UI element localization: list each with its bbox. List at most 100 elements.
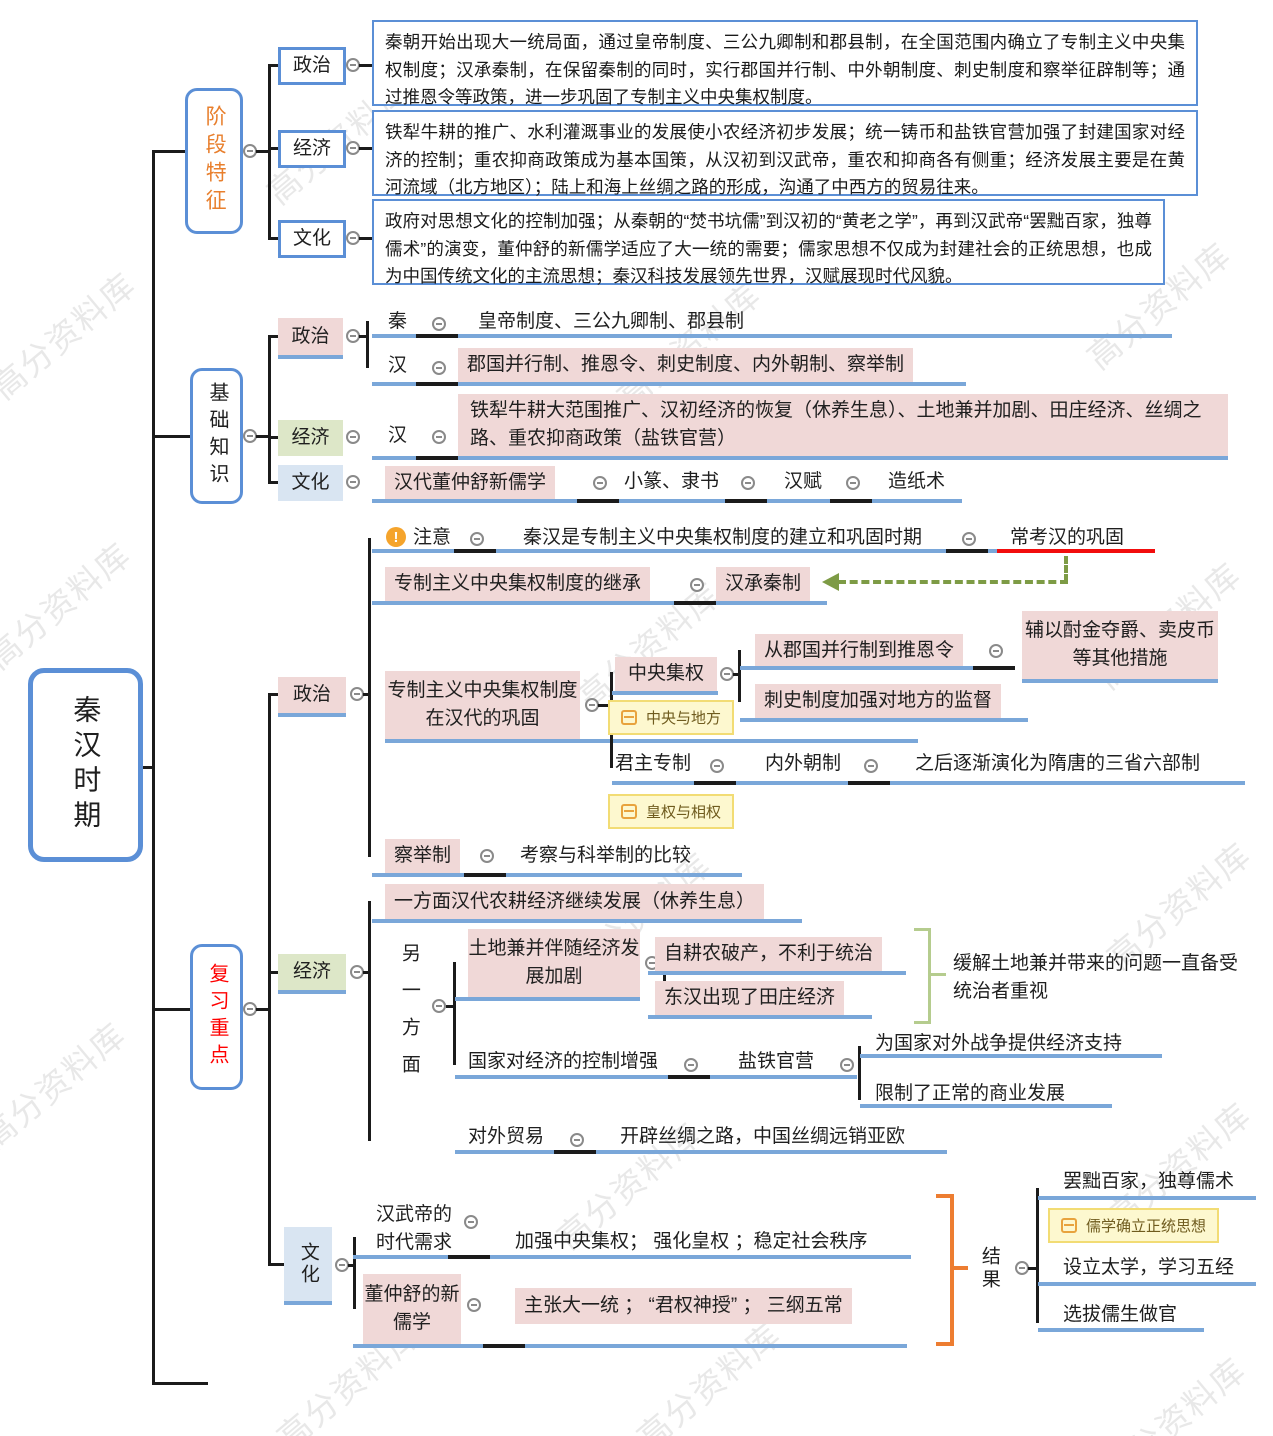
branch-underline (860, 1104, 1112, 1108)
stage-economy-node[interactable]: 经济 (278, 130, 346, 168)
economy-aspect1-node[interactable]: 一方面汉代农耕经济继续发展（休养生息） (385, 884, 765, 919)
basic-han-items[interactable]: 郡国并行制、推恩令、刺史制度、内外朝制、察举制 (458, 348, 914, 382)
collapse-icon[interactable] (346, 475, 360, 489)
collapse-icon[interactable] (710, 759, 724, 773)
review-node[interactable]: 复习重点 (190, 944, 243, 1090)
stage-politics-node[interactable]: 政治 (278, 47, 346, 85)
result-item2-node[interactable]: 设立太学，学习五经 (1063, 1257, 1235, 1279)
control-pro-node[interactable]: 为国家对外战争提供经济支持 (875, 1033, 1123, 1055)
collapse-icon[interactable] (346, 329, 360, 343)
note-label: 注意 (413, 527, 452, 549)
land-result2-node[interactable]: 东汉出现了田庄经济 (655, 981, 845, 1015)
result-item1-node[interactable]: 罢黜百家，独尊儒术 (1063, 1171, 1235, 1193)
central-branch1-note[interactable]: 辅以酎金夺爵、卖皮币等其他措施 (1022, 611, 1218, 679)
chaju-node[interactable]: 察举制 (385, 839, 461, 873)
result-node[interactable]: 结果 (978, 1246, 1000, 1292)
collapse-icon[interactable] (432, 317, 446, 331)
foreign-trade-value[interactable]: 开辟丝绸之路，中国丝绸远销亚欧 (620, 1126, 906, 1148)
collapse-icon[interactable] (989, 644, 1003, 658)
economy-aspect2-node[interactable]: 另一方面 (398, 943, 420, 1091)
collapse-icon[interactable] (243, 1002, 257, 1016)
control-con-node[interactable]: 限制了正常的商业发展 (875, 1083, 1066, 1105)
collapse-icon[interactable] (432, 361, 446, 375)
dongzhongshu-value[interactable]: 主张大一统 ； “君权神授” ； 三纲五常 (515, 1288, 852, 1324)
collapse-icon[interactable] (346, 58, 360, 72)
land-result1-node[interactable]: 自耕农破产，不利于统治 (655, 937, 883, 971)
review-politics-node[interactable]: 政治 (278, 677, 346, 713)
collapse-icon[interactable] (720, 667, 734, 681)
basic-culture-item4[interactable]: 造纸术 (888, 471, 946, 493)
collapse-icon[interactable] (1015, 1261, 1029, 1275)
monarchy-node[interactable]: 君主专制 (615, 753, 692, 775)
basic-economy-node[interactable]: 经济 (278, 420, 343, 456)
review-culture-node[interactable]: 文化 (284, 1227, 332, 1301)
collapse-icon[interactable] (864, 759, 878, 773)
root-node[interactable]: 秦汉时期 (28, 668, 143, 862)
central-branch1-node[interactable]: 从郡国并行制到推恩令 (755, 634, 964, 668)
collapse-icon[interactable] (432, 999, 446, 1013)
note-highlight[interactable]: 常考汉的巩固 (1010, 527, 1125, 549)
relationship-tag[interactable]: 皇权与相权 (608, 794, 735, 829)
branch-line (1036, 1188, 1039, 1323)
salt-iron-node[interactable]: 盐铁官营 (738, 1051, 815, 1073)
basic-politics-node[interactable]: 政治 (278, 318, 343, 355)
watermark: 高分资料库 (1095, 1350, 1254, 1436)
wudi-need-node[interactable]: 汉武帝的时代需求 (375, 1203, 452, 1254)
collapse-icon[interactable] (585, 698, 599, 712)
dongzhongshu-node[interactable]: 董仲舒的新儒学 (363, 1274, 461, 1344)
basic-culture-item3[interactable]: 汉赋 (784, 471, 823, 493)
stage-culture-node[interactable]: 文化 (278, 220, 346, 258)
monarchy-value[interactable]: 内外朝制 (765, 753, 842, 775)
note-text[interactable]: 秦汉是专制主义中央集权制度的建立和巩固时期 (523, 527, 923, 549)
central-power-node[interactable]: 中央集权 (615, 657, 717, 691)
basic-qin-items[interactable]: 皇帝制度、三公九卿制、郡县制 (478, 311, 745, 333)
basic-culture-node[interactable]: 文化 (278, 465, 343, 501)
relationship-tag[interactable]: 中央与地方 (608, 700, 735, 735)
branch-line (268, 481, 278, 484)
grouping-icon (621, 710, 637, 725)
basic-culture-item1[interactable]: 汉代董仲舒新儒学 (385, 466, 556, 500)
collapse-icon[interactable] (480, 849, 494, 863)
collapse-icon[interactable] (243, 144, 257, 158)
stage-node[interactable]: 阶段特征 (185, 88, 243, 234)
wudi-need-value[interactable]: 加强中央集权； 强化皇权 ；稳定社会秩序 (515, 1231, 868, 1253)
result-item3-node[interactable]: 选拔儒生做官 (1063, 1304, 1178, 1326)
collapse-icon[interactable] (346, 231, 360, 245)
inherit-node[interactable]: 专制主义中央集权制度的继承 (385, 567, 651, 601)
basic-han-node[interactable]: 汉 (388, 355, 408, 377)
collapse-icon[interactable] (840, 1058, 854, 1072)
review-economy-node[interactable]: 经济 (278, 954, 346, 990)
collapse-icon[interactable] (335, 1258, 349, 1272)
collapse-icon[interactable] (346, 141, 360, 155)
land-annexation-node[interactable]: 土地兼并伴随经济发展加剧 (468, 929, 640, 997)
collapse-icon[interactable] (432, 430, 446, 444)
collapse-icon[interactable] (346, 430, 360, 444)
basic-economy-han-node[interactable]: 汉 (388, 425, 408, 447)
collapse-icon[interactable] (350, 965, 364, 979)
basic-node[interactable]: 基础知识 (190, 368, 243, 504)
collapse-icon[interactable] (962, 532, 976, 546)
collapse-icon[interactable] (467, 1298, 481, 1312)
collapse-icon[interactable] (243, 429, 257, 443)
collapse-icon[interactable] (464, 1215, 478, 1229)
collapse-icon[interactable] (846, 476, 860, 490)
basic-economy-items[interactable]: 铁犁牛耕大范围推广、汉初经济的恢复（休养生息）、土地兼并加剧、田庄经济、丝绸之路… (458, 394, 1228, 456)
collapse-icon[interactable] (570, 1133, 584, 1147)
central-branch2-node[interactable]: 刺史制度加强对地方的监督 (755, 684, 1002, 718)
economy-control-node[interactable]: 国家对经济的控制增强 (468, 1051, 659, 1073)
chaju-value[interactable]: 考察与科举制的比较 (520, 845, 692, 867)
collapse-icon[interactable] (690, 578, 704, 592)
basic-qin-node[interactable]: 秦 (388, 311, 408, 333)
basic-culture-item2[interactable]: 小篆、隶书 (624, 471, 720, 493)
monarchy-note[interactable]: 之后逐渐演化为隋唐的三省六部制 (915, 753, 1201, 775)
consolidation-node[interactable]: 专制主义中央集权制度在汉代的巩固 (385, 671, 580, 739)
collapse-icon[interactable] (741, 476, 755, 490)
collapse-icon[interactable] (350, 687, 364, 701)
foreign-trade-node[interactable]: 对外贸易 (468, 1126, 545, 1148)
collapse-icon[interactable] (593, 476, 607, 490)
relationship-tag[interactable]: 儒学确立正统思想 (1048, 1208, 1220, 1243)
collapse-icon[interactable] (470, 532, 484, 546)
collapse-icon[interactable] (684, 1058, 698, 1072)
branch-underline (455, 1075, 857, 1079)
inherit-value[interactable]: 汉承秦制 (716, 567, 811, 601)
